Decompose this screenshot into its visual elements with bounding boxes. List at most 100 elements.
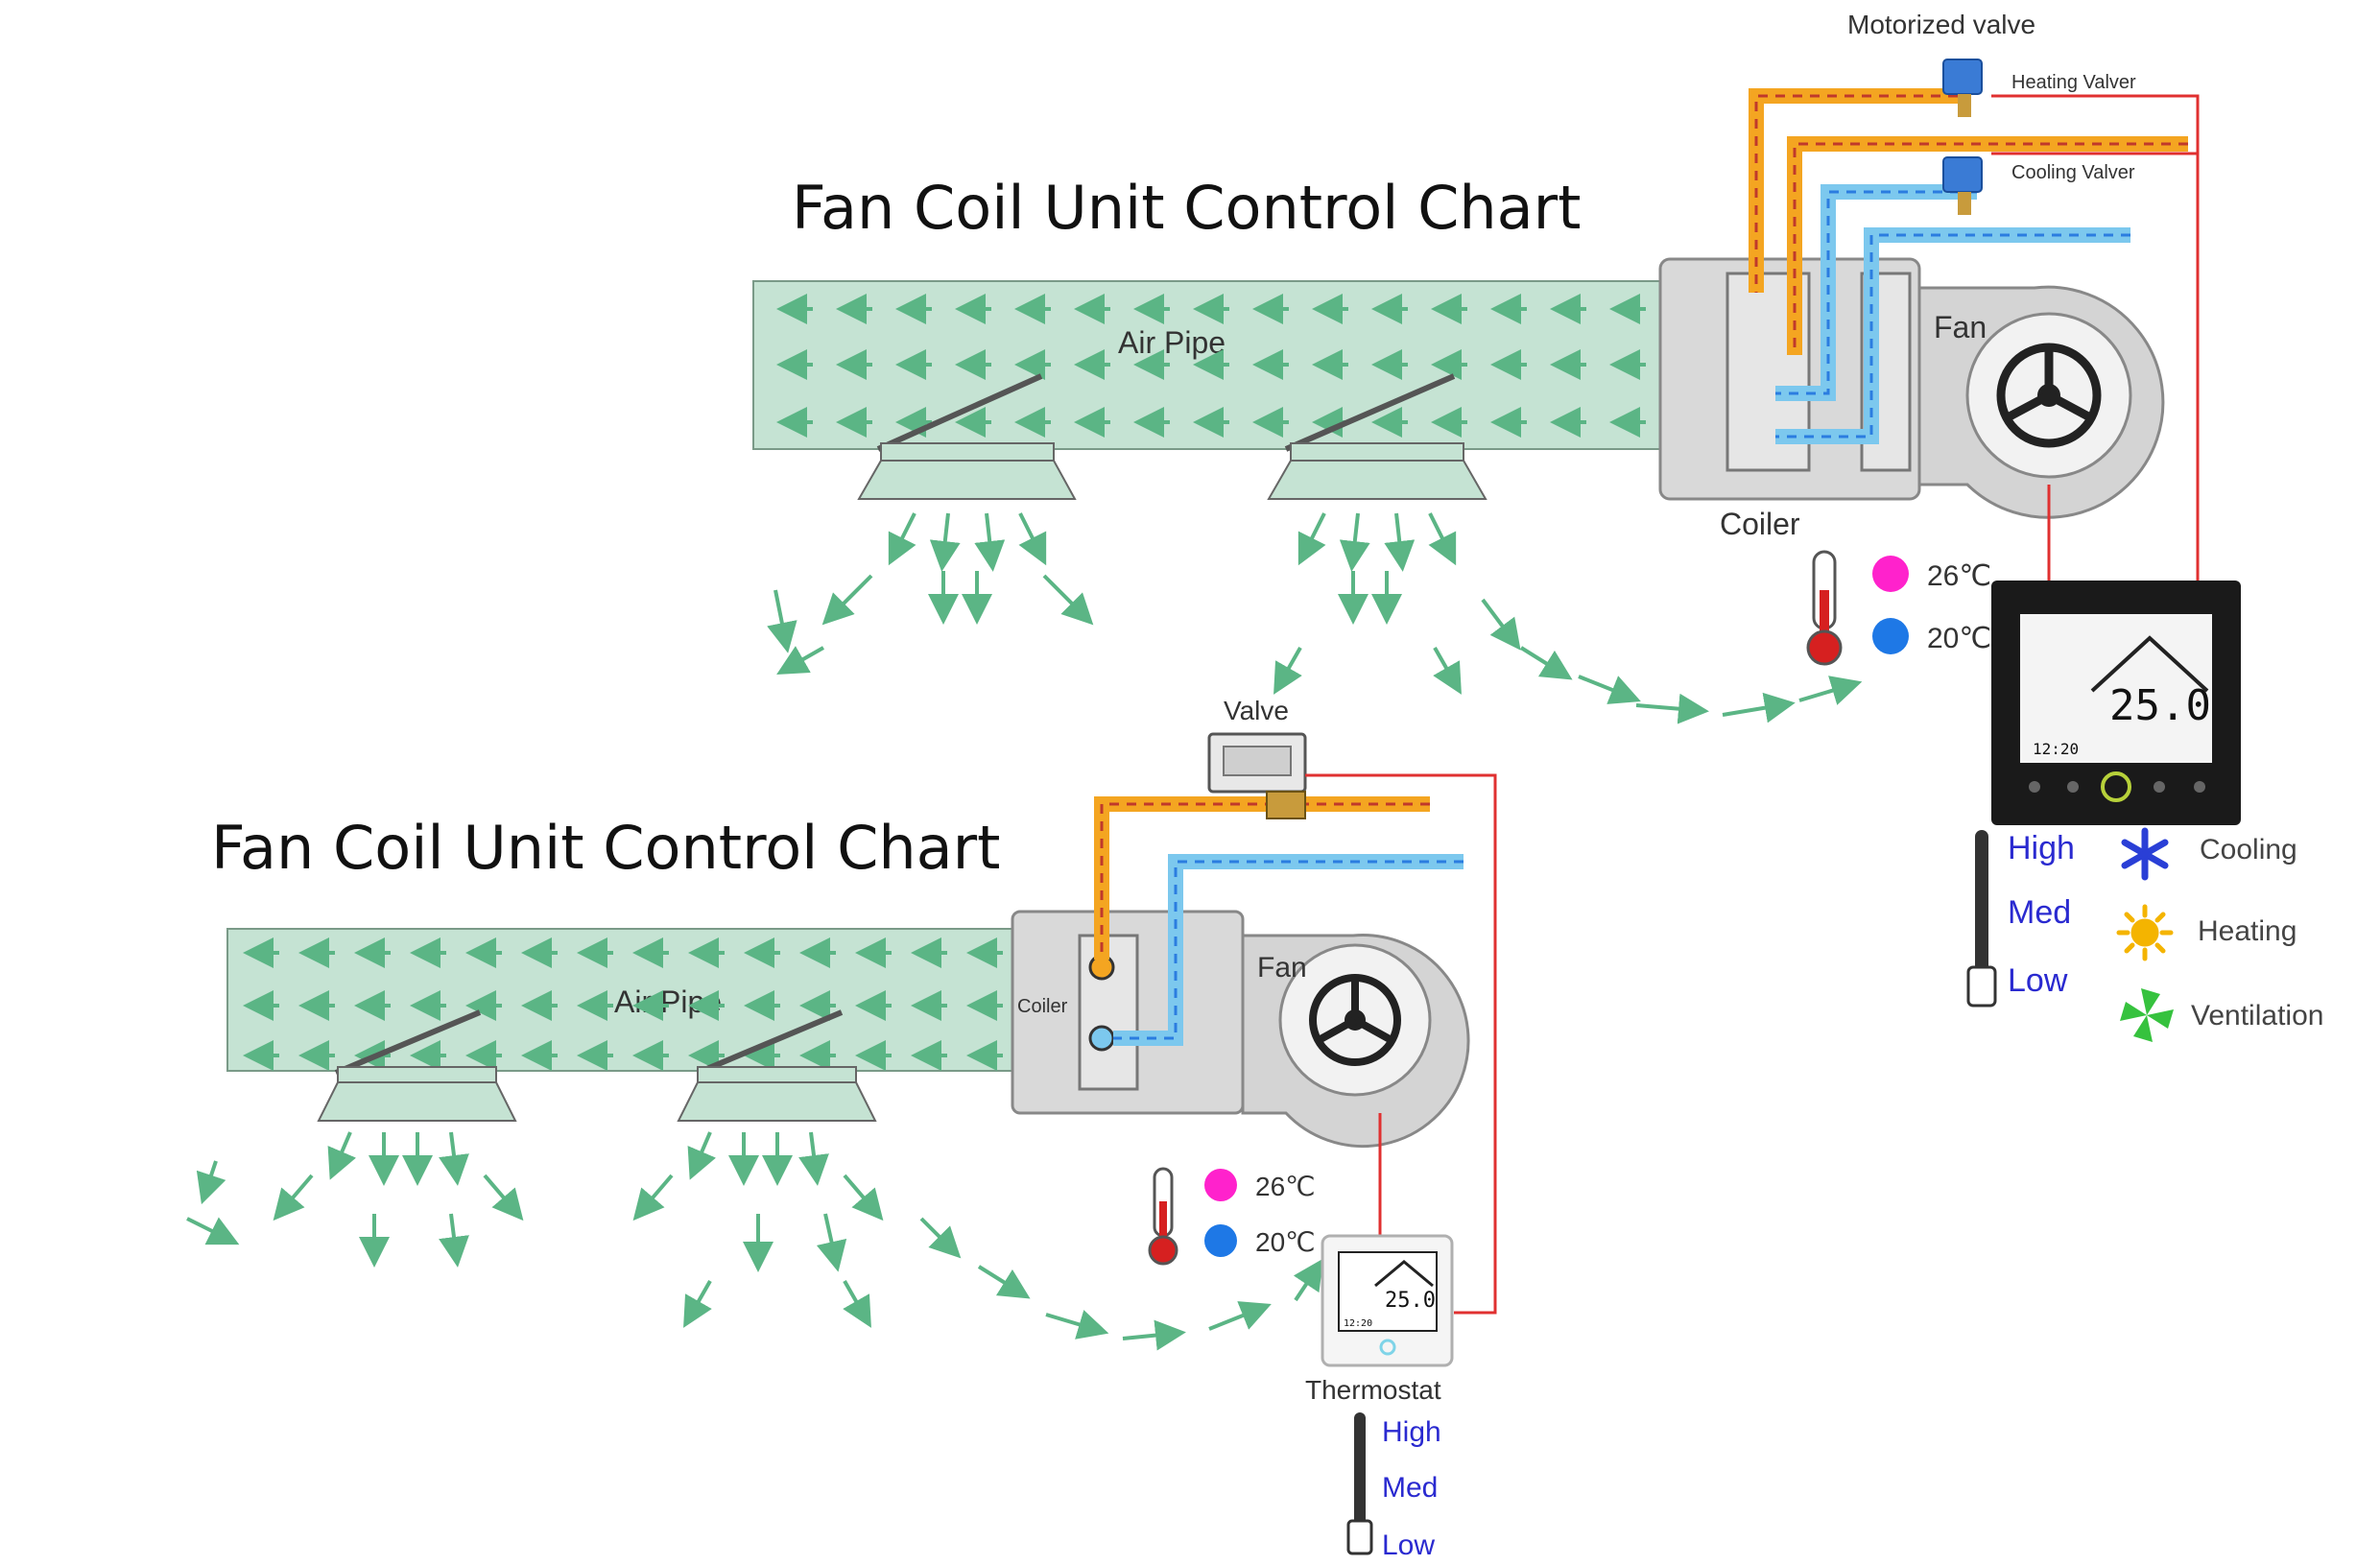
top-hot-pipes bbox=[1749, 88, 2188, 355]
fan-icon bbox=[2120, 988, 2174, 1042]
bottom-thermostat-time: 12:20 bbox=[1344, 1318, 1372, 1329]
bottom-coiler-label: Coiler bbox=[1017, 996, 1068, 1017]
top-mode-ventilation: Ventilation bbox=[2191, 1000, 2323, 1031]
air-supply-arrow bbox=[439, 1131, 469, 1186]
bottom-air-pipe-label: Air Pipe bbox=[614, 984, 722, 1019]
air-supply-arrow bbox=[327, 1131, 357, 1180]
top-speed-switch bbox=[1966, 830, 1997, 1008]
air-supply-arrow bbox=[687, 1131, 717, 1180]
air-supply-arrow bbox=[1208, 1301, 1272, 1331]
air-supply-arrow bbox=[843, 1174, 884, 1221]
air-supply-arrow bbox=[816, 1213, 847, 1272]
top-air-pipe-label: Air Pipe bbox=[1118, 325, 1226, 360]
top-cooling-valve: Cooling Valver bbox=[1942, 156, 2135, 215]
top-thermostat-display: 25.0 bbox=[2109, 681, 2211, 730]
air-supply-arrow bbox=[1384, 512, 1416, 572]
air-supply-arrow bbox=[821, 574, 873, 626]
air-supply-arrow bbox=[767, 589, 797, 653]
air-supply-arrow bbox=[1297, 512, 1326, 566]
air-supply-arrow bbox=[977, 1265, 1031, 1299]
air-supply-arrow bbox=[273, 1174, 314, 1221]
top-speed-high: High bbox=[2008, 830, 2075, 866]
top-diffuser-2 bbox=[1267, 373, 1488, 500]
bottom-coil-unit: Coiler bbox=[1011, 910, 1245, 1115]
air-supply-arrow bbox=[798, 1131, 829, 1186]
top-temp-high: 26℃ bbox=[1927, 560, 1991, 592]
bottom-diffuser-2 bbox=[677, 1009, 877, 1122]
sun-icon bbox=[2116, 904, 2174, 961]
bottom-speed-high: High bbox=[1382, 1416, 1441, 1448]
top-fan-label: Fan bbox=[1934, 310, 1987, 344]
bottom-valve-label: Valve bbox=[1224, 696, 1289, 725]
top-duct-arrows bbox=[776, 294, 1646, 438]
bottom-temp-high: 26℃ bbox=[1255, 1172, 1316, 1201]
air-supply-arrow bbox=[888, 512, 916, 566]
top-thermostat-power-button[interactable] bbox=[2101, 771, 2131, 802]
air-supply-arrow bbox=[186, 1217, 240, 1245]
top-thermometer bbox=[1806, 550, 1843, 666]
top-fan: Fan bbox=[1917, 285, 2165, 519]
bottom-cold-pipe bbox=[1113, 854, 1464, 1046]
bottom-title: Fan Coil Unit Control Chart bbox=[211, 813, 1000, 883]
top-cooling-valve-label: Cooling Valver bbox=[2011, 162, 2135, 183]
bottom-temp-low: 20℃ bbox=[1255, 1227, 1316, 1257]
air-supply-arrow bbox=[1798, 676, 1863, 705]
bottom-thermometer bbox=[1148, 1167, 1178, 1266]
air-supply-arrow bbox=[1635, 693, 1709, 724]
air-supply-arrow bbox=[919, 1217, 962, 1259]
top-mode-heating: Heating bbox=[2198, 915, 2297, 947]
top-heating-valve: Heating Valver bbox=[1942, 59, 2136, 117]
top-title: Fan Coil Unit Control Chart bbox=[792, 173, 1581, 243]
air-supply-arrow bbox=[439, 1213, 469, 1268]
snowflake-icon bbox=[2121, 827, 2169, 881]
bottom-speed-low: Low bbox=[1382, 1529, 1435, 1561]
air-supply-arrow bbox=[632, 1174, 674, 1221]
top-coiler-label: Coiler bbox=[1720, 507, 1800, 541]
bottom-fan: Fan bbox=[1241, 934, 1470, 1149]
top-thermostat-time: 12:20 bbox=[2033, 740, 2079, 758]
top-diagram: Fan Coil Unit Control Chart Air Pipe Coi… bbox=[752, 10, 2323, 1042]
air-supply-arrow bbox=[1293, 1258, 1323, 1302]
bottom-speed-med: Med bbox=[1382, 1472, 1438, 1504]
top-speed-med: Med bbox=[2008, 894, 2071, 931]
bottom-thermostat: 25.0 12:20 bbox=[1321, 1234, 1454, 1367]
air-supply-arrow bbox=[1578, 675, 1641, 704]
bottom-temp-low-dot bbox=[1204, 1224, 1237, 1257]
top-temp-high-dot bbox=[1872, 556, 1909, 592]
top-temp-low: 20℃ bbox=[1927, 623, 1991, 654]
top-temp-low-dot bbox=[1872, 618, 1909, 654]
top-mode-cooling: Cooling bbox=[2200, 834, 2297, 865]
bottom-valve: Valve bbox=[1207, 696, 1307, 819]
air-supply-arrow bbox=[974, 512, 1006, 572]
top-motorized-valve-label: Motorized valve bbox=[1847, 10, 2035, 39]
bottom-control-wires bbox=[1305, 773, 1497, 1315]
bottom-diagram: Fan Coil Unit Control Chart Air Pipe Coi… bbox=[186, 696, 1497, 1561]
bottom-air-flow-arrows bbox=[186, 1131, 1323, 1351]
bottom-diffuser-1 bbox=[317, 1009, 517, 1122]
top-thermostat: 25.0 12:20 bbox=[1991, 581, 2241, 825]
top-diffuser-1 bbox=[857, 373, 1077, 500]
air-supply-arrow bbox=[776, 646, 824, 675]
air-supply-arrow bbox=[683, 1280, 712, 1328]
air-supply-arrow bbox=[1045, 1310, 1109, 1340]
air-supply-arrow bbox=[1122, 1319, 1186, 1351]
bottom-speed-switch bbox=[1346, 1412, 1373, 1555]
air-supply-arrow bbox=[929, 512, 961, 572]
air-supply-arrow bbox=[1018, 512, 1047, 566]
bottom-duct-arrows bbox=[243, 937, 1003, 1071]
air-supply-arrow bbox=[843, 1280, 871, 1328]
air-supply-arrow bbox=[1519, 646, 1573, 680]
air-supply-arrow bbox=[483, 1174, 524, 1221]
bottom-thermostat-label: Thermostat bbox=[1305, 1375, 1441, 1405]
top-control-wires bbox=[1991, 94, 2200, 581]
air-supply-arrow bbox=[1339, 512, 1370, 572]
top-cold-pipes bbox=[1775, 184, 2130, 444]
bottom-fan-label: Fan bbox=[1257, 952, 1307, 984]
bottom-temp-high-dot bbox=[1204, 1169, 1237, 1201]
bottom-thermostat-display: 25.0 bbox=[1385, 1289, 1436, 1313]
bottom-thermostat-power-button[interactable] bbox=[1379, 1339, 1396, 1356]
air-supply-arrow bbox=[196, 1160, 226, 1205]
air-supply-arrow bbox=[1433, 647, 1462, 695]
air-supply-arrow bbox=[1722, 692, 1796, 723]
